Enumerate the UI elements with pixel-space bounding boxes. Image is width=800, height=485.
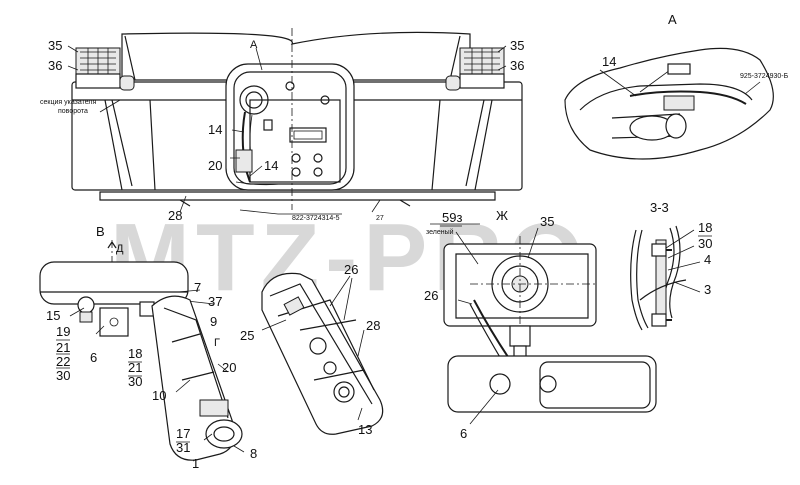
section-callout-4: 4 bbox=[704, 252, 711, 267]
detail-B-callout-6: 6 bbox=[90, 350, 97, 365]
lamp-callout-26: 26 bbox=[344, 262, 358, 277]
detail-B-callout-22: 22 bbox=[56, 354, 70, 369]
detail-Zh-drawing bbox=[430, 223, 657, 425]
detail-Zh-green-note: зеленый bbox=[426, 228, 454, 236]
detail-B-callout-7: 7 bbox=[194, 280, 201, 295]
callout-20: 20 bbox=[208, 158, 222, 173]
detail-B-callout-18: 18 bbox=[128, 346, 142, 361]
detail-A-callout-14: 14 bbox=[602, 54, 616, 69]
section-3-3-title: 3-3 bbox=[650, 200, 669, 215]
detail-B-title: В bbox=[96, 224, 105, 239]
section-callout-30: 30 bbox=[698, 236, 712, 251]
detail-B-callout-21a: 21 bbox=[56, 340, 70, 355]
detail-B-callout-21b: 21 bbox=[128, 360, 142, 375]
callout-14-b: 14 bbox=[264, 158, 278, 173]
detail-B-callout-1: 1 bbox=[192, 456, 199, 471]
detail-Zh-title: Ж bbox=[496, 208, 508, 223]
detail-B-callout-20: 20 bbox=[222, 360, 236, 375]
detail-B-callout-19: 19 bbox=[56, 324, 70, 339]
detail-B-callout-15: 15 bbox=[46, 308, 60, 323]
detail-B-view-marker-D: Д bbox=[116, 243, 124, 255]
lamp-callout-13: 13 bbox=[358, 422, 372, 437]
lamp-housing-drawing bbox=[261, 272, 384, 435]
detail-A-drawing bbox=[564, 47, 774, 160]
detail-Zh-callout-35: 35 bbox=[540, 214, 554, 229]
detail-B-callout-30a: 30 bbox=[56, 368, 70, 383]
detail-B-callout-10: 10 bbox=[152, 388, 166, 403]
detail-Zh-callout-59z: 59з bbox=[442, 210, 462, 225]
side-note-line1: секция указателя bbox=[40, 99, 96, 106]
detail-Zh-callout-26: 26 bbox=[424, 288, 438, 303]
section-callout-3: 3 bbox=[704, 282, 711, 297]
callout-A-view-marker: А bbox=[250, 39, 258, 51]
detail-B-callout-31: 31 bbox=[176, 440, 190, 455]
callout-28-top: 28 bbox=[168, 208, 182, 223]
callout-35-left: 35 bbox=[48, 38, 62, 53]
detail-B-drawing bbox=[39, 240, 245, 461]
lamp-callout-28: 28 bbox=[366, 318, 380, 333]
detail-A-part-number: 925-3724930-Б bbox=[740, 73, 789, 80]
detail-B-callout-37: 37 bbox=[208, 294, 222, 309]
detail-B-callout-17: 17 bbox=[176, 426, 190, 441]
part-number-top: 822-3724314-5 bbox=[292, 215, 340, 222]
callout-36-right: 36 bbox=[510, 58, 524, 73]
lamp-callout-25: 25 bbox=[240, 328, 254, 343]
section-callout-18: 18 bbox=[698, 220, 712, 235]
detail-Zh-callout-6: 6 bbox=[460, 426, 467, 441]
detail-B-callout-30b: 30 bbox=[128, 374, 142, 389]
detail-B-view-marker-G: Г bbox=[214, 337, 220, 349]
side-note-line2: поворота bbox=[58, 108, 88, 115]
top-view-cab-rear bbox=[67, 28, 523, 215]
detail-A-title: А bbox=[668, 12, 677, 27]
callout-27: 27 bbox=[376, 215, 384, 222]
callout-14-a: 14 bbox=[208, 122, 222, 137]
section-3-3-drawing bbox=[630, 225, 701, 331]
callout-35-right: 35 bbox=[510, 38, 524, 53]
callout-36-left: 36 bbox=[48, 58, 62, 73]
detail-B-callout-9: 9 bbox=[210, 314, 217, 329]
detail-B-callout-8: 8 bbox=[250, 446, 257, 461]
